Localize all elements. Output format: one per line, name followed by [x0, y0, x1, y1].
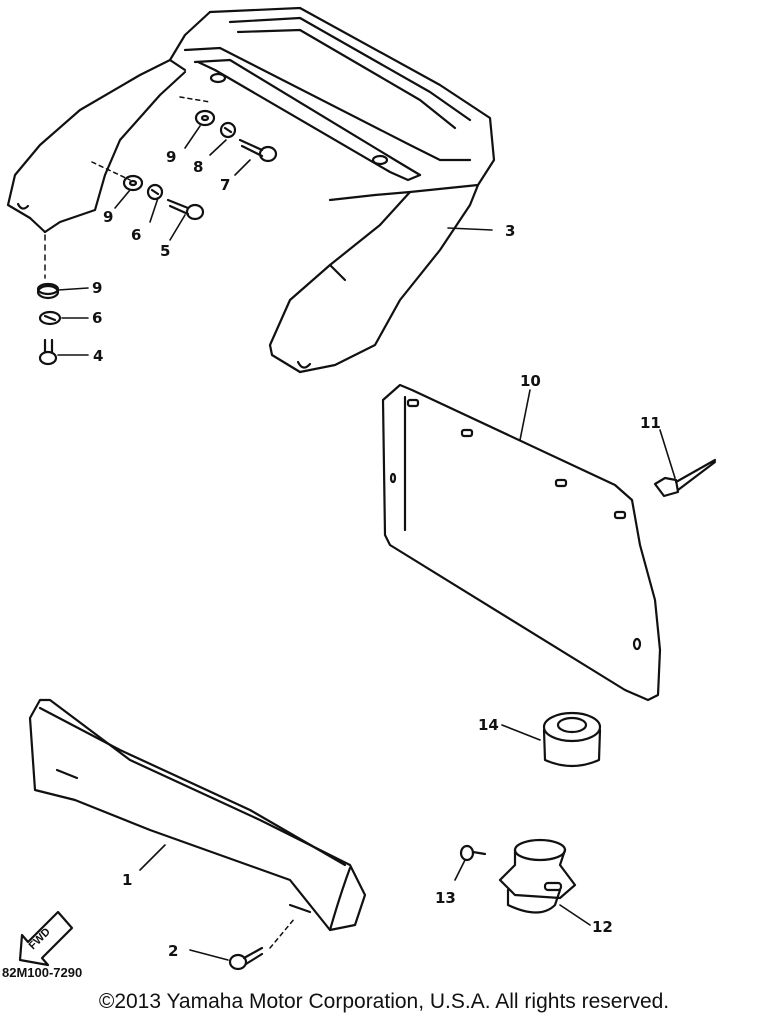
callout-13: 13	[435, 889, 456, 907]
left-hardware-stack	[36, 282, 62, 366]
fwd-arrow-icon	[18, 910, 74, 967]
copyright-notice: ©2013 Yamaha Motor Corporation, U.S.A. A…	[98, 990, 670, 1013]
callout-12: 12	[592, 918, 613, 936]
callout-7: 7	[220, 176, 230, 194]
callout-labels: 1 2 3 4 5 6 7 8 9 9 9 6 10 11 12 13 14	[92, 148, 661, 960]
callout-9-top: 9	[166, 148, 176, 166]
fwd-label: FWD	[27, 926, 53, 952]
callout-9-lower: 9	[92, 279, 102, 297]
callout-6-upper: 6	[131, 226, 141, 244]
callout-10: 10	[520, 372, 541, 390]
callout-11: 11	[640, 414, 661, 432]
screw-part-2	[228, 917, 296, 971]
callout-9-mid: 9	[103, 208, 113, 226]
callout-1: 1	[122, 871, 132, 889]
callout-8: 8	[193, 158, 203, 176]
callout-3: 3	[505, 222, 515, 240]
license-plate-bracket-part-10	[381, 383, 662, 702]
callout-2: 2	[168, 942, 178, 960]
grommet-part-11	[653, 458, 717, 498]
rear-guard-part-1	[28, 698, 367, 932]
diagram-code: 82M100-7290	[2, 965, 82, 980]
callout-6-lower: 6	[92, 309, 102, 327]
cap-part-14	[542, 711, 602, 768]
callout-5: 5	[160, 242, 170, 260]
upper-hardware-group	[122, 109, 278, 221]
callout-4: 4	[93, 347, 103, 365]
lamp-housing-part-12	[498, 838, 577, 914]
grab-bar-part-3	[6, 6, 496, 374]
callout-14: 14	[478, 716, 499, 734]
screw-part-13	[459, 844, 487, 862]
